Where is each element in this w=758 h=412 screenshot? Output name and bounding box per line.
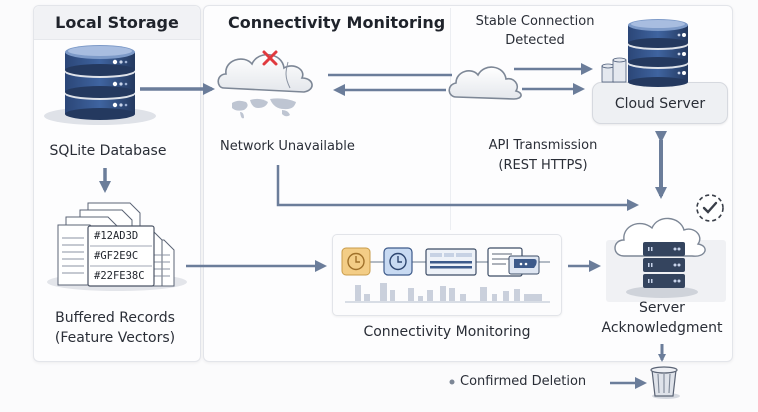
detected-label: Detected (505, 33, 565, 48)
api-transmission-label: API Transmission (488, 138, 598, 153)
ack-cloud-server-icon (614, 217, 706, 298)
record-id-1: #12AD3D (94, 230, 139, 242)
connectivity-title: Connectivity Monitoring (228, 13, 446, 32)
cloud-server-icon (601, 19, 688, 87)
feature-vectors-label: (Feature Vectors) (54, 330, 176, 346)
offline-to-ack-arrow (276, 165, 639, 211)
world-map-icon (232, 98, 296, 119)
record-id-3: #22FE38C (94, 270, 145, 282)
sqlite-database-label: SQLite Database (49, 143, 167, 159)
local-storage-title: Local Storage (34, 6, 200, 40)
sqlite-database-icon (44, 45, 156, 125)
message-icon (487, 247, 540, 277)
cloud-server-label: Cloud Server (614, 96, 706, 112)
stable-connection-label: Stable Connection (475, 14, 595, 29)
cloud-server-box (592, 82, 728, 124)
network-unavailable-label: Network Unavailable (220, 139, 355, 154)
buffered-records-label: Buffered Records (55, 310, 175, 326)
panel-divider (450, 8, 451, 230)
rest-https-label: (REST HTTPS) (498, 158, 588, 173)
trash-icon (650, 366, 680, 399)
bullet-icon (449, 379, 455, 385)
server-label: Server (639, 300, 685, 316)
monitoring-timeline (341, 247, 550, 303)
record-id-2: #GF2E9C (94, 250, 139, 262)
offline-cloud-icon (217, 50, 313, 93)
clock-blue-icon (383, 247, 413, 276)
buffered-records-icon (47, 202, 187, 291)
acknowledgment-label: Acknowledgment (601, 320, 723, 336)
check-badge-icon (696, 194, 724, 222)
confirmed-deletion-label: Confirmed Deletion (460, 374, 587, 389)
activity-bars (345, 283, 550, 303)
data-panel-icon (425, 248, 477, 276)
error-x-icon (262, 50, 278, 66)
clock-orange-icon (341, 247, 371, 276)
stable-cloud-icon (448, 66, 522, 100)
monitoring-caption: Connectivity Monitoring (363, 324, 531, 340)
